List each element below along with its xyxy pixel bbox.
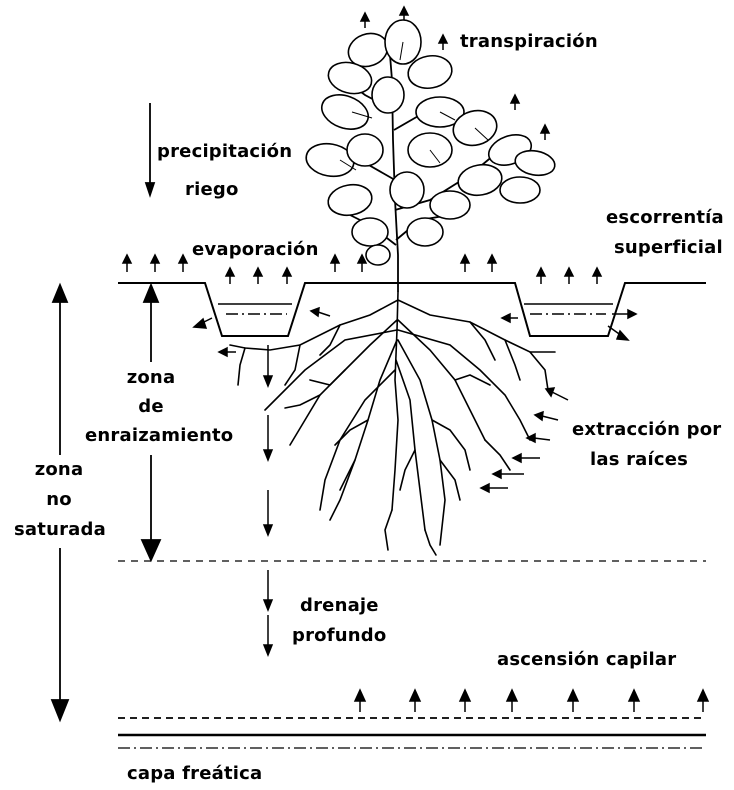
label-drenaje-line2: profundo [292, 626, 386, 647]
label-zona-no-saturada-line1: zona [14, 460, 104, 481]
drainage-arrows [264, 345, 272, 655]
label-evaporacion: evaporación [192, 240, 319, 261]
label-escorrentia-line2: superficial [614, 238, 723, 259]
label-precipitacion: precipitación [157, 142, 292, 163]
plant-roots [230, 292, 555, 555]
label-extraccion-line1: extracción por [572, 420, 721, 441]
precipitation-arrow [146, 103, 154, 195]
label-escorrentia-line1: escorrentía [606, 208, 724, 229]
capillary-rise-arrows [355, 690, 708, 712]
plant-leaves [304, 20, 557, 265]
label-drenaje-line1: drenaje [300, 596, 379, 617]
label-zona-no-saturada-line3: saturada [14, 520, 106, 541]
zona-enraizamiento-arrow [142, 285, 160, 560]
water-table-lines [118, 718, 706, 748]
label-capa-freatica: capa freática [127, 764, 262, 785]
label-ascension-capilar: ascensión capilar [497, 650, 676, 671]
label-transpiracion: transpiración [460, 32, 598, 53]
label-zona-no-saturada-line2: no [14, 490, 104, 511]
label-zona-enraizamiento-line3: enraizamiento [85, 426, 233, 447]
label-extraccion-line2: las raíces [590, 450, 688, 471]
label-zona-enraizamiento-line2: de [111, 397, 191, 418]
label-riego: riego [185, 180, 239, 201]
label-zona-enraizamiento-line1: zona [111, 368, 191, 389]
